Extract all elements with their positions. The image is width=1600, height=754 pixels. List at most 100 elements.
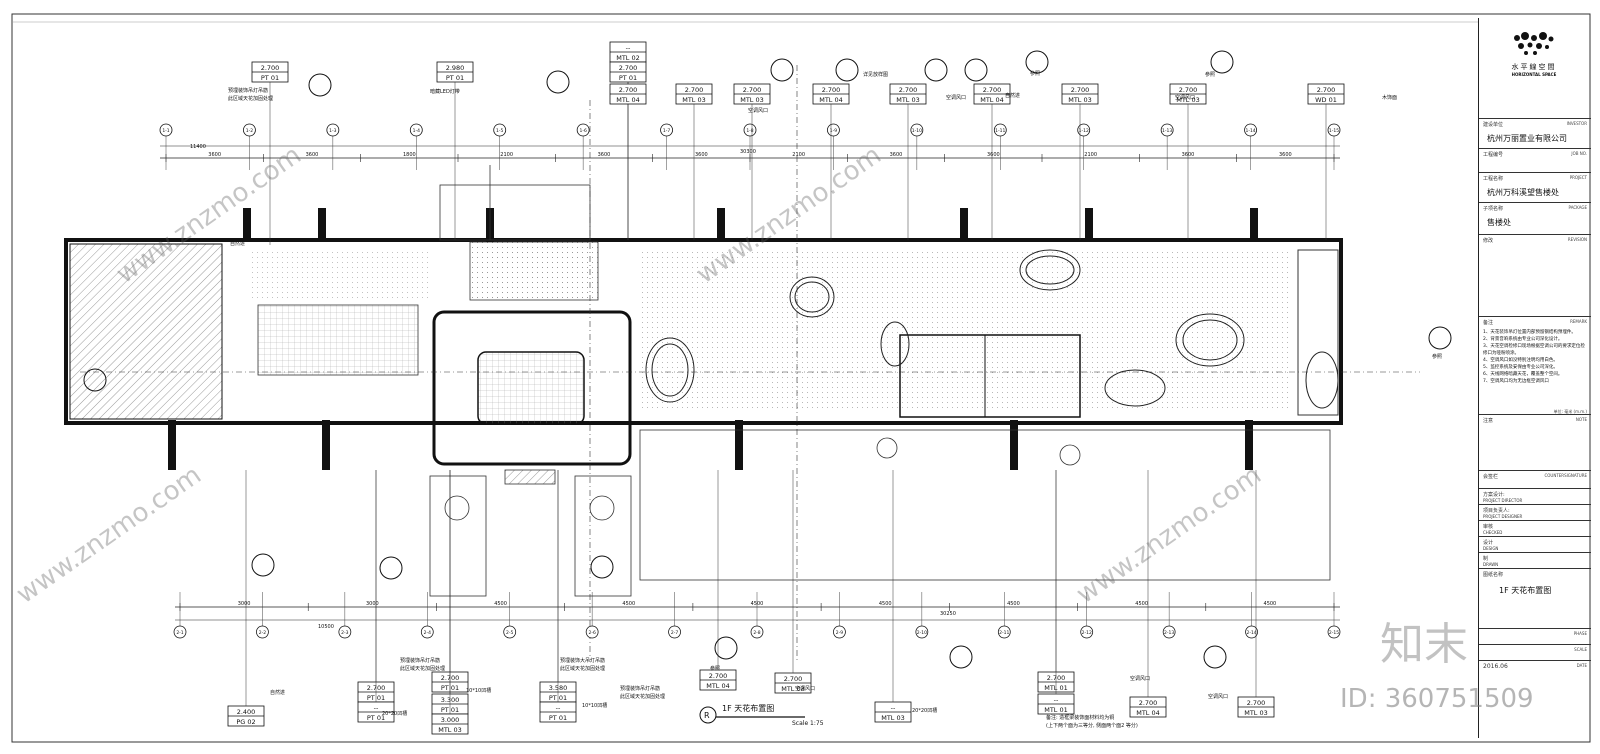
callout-height: 2.700 bbox=[261, 64, 280, 72]
job-label-en: JOB NO. bbox=[1571, 151, 1587, 156]
investor-label: 建设单位 bbox=[1483, 122, 1504, 128]
note-ac-6: 空调风口 bbox=[1208, 693, 1228, 700]
grid-label: 1-2 bbox=[246, 128, 253, 134]
callout-material: MTL 04 bbox=[616, 96, 640, 104]
callout-height: 2.700 bbox=[899, 86, 918, 94]
callout-tag: --PT 01 bbox=[357, 470, 395, 723]
note-hidden-led: 暗藏LED灯带 bbox=[430, 88, 460, 95]
grid-bubble bbox=[420, 625, 434, 639]
grid-bubble bbox=[1080, 625, 1094, 639]
design-label-en: DESIGN bbox=[1483, 546, 1499, 551]
unit-note: 单位: 毫米 (m.m.) bbox=[1553, 409, 1587, 414]
grid-label: 2-5 bbox=[506, 630, 513, 636]
company-logo: 水平線空間 HORIZONTAL SPACE bbox=[1499, 30, 1569, 77]
note-see-1: 参照 bbox=[1030, 70, 1040, 77]
grid-bubble bbox=[1160, 123, 1174, 137]
overall-dim-bottom: 30250 bbox=[940, 611, 956, 617]
grid-bubble bbox=[910, 123, 924, 137]
callout-material: MTL 03 bbox=[438, 726, 462, 734]
callout-material: MTL 01 bbox=[1044, 706, 1068, 714]
grid-bubble bbox=[750, 625, 764, 639]
callout-height: 2.700 bbox=[619, 64, 638, 72]
dimension-label: 3600 bbox=[208, 152, 221, 158]
callout-material: MTL 03 bbox=[740, 96, 764, 104]
grid-bubble bbox=[173, 625, 187, 639]
central-feature bbox=[477, 351, 585, 425]
grid-bubble bbox=[256, 625, 269, 639]
note-groove-2: 10*10凹槽 bbox=[466, 687, 491, 694]
callout-material: MTL 03 bbox=[896, 96, 920, 104]
callout-height: 2.400 bbox=[237, 708, 256, 716]
grid-bubble bbox=[993, 123, 1007, 137]
grid-label: 1-15 bbox=[1329, 128, 1339, 134]
grid-label: 2-10 bbox=[917, 630, 927, 636]
grid-label: 1-14 bbox=[1245, 128, 1255, 134]
note-groove-4: 20*20凹槽 bbox=[912, 707, 937, 714]
remark-item: 7、空调风口均为无边框空调风口 bbox=[1483, 379, 1549, 384]
countersign-label-en: COUNTERSIGNATURE bbox=[1544, 473, 1587, 478]
grid-bubble bbox=[243, 123, 256, 137]
grid-bubble bbox=[159, 123, 173, 137]
dimension-label: 3000 bbox=[366, 601, 379, 607]
central-dome bbox=[432, 310, 632, 466]
callout-height: -- bbox=[556, 704, 561, 712]
callout-material: MTL 04 bbox=[1136, 709, 1160, 717]
grid-label: 1-4 bbox=[413, 128, 420, 134]
dimension-label: 4500 bbox=[494, 601, 507, 607]
company-cn: 水平線空間 bbox=[1511, 63, 1557, 71]
grid-label: 2-3 bbox=[341, 630, 348, 636]
date: 2016.06 bbox=[1483, 663, 1508, 670]
callout-height: 2.700 bbox=[1317, 86, 1336, 94]
checked-label-en: CHECKED bbox=[1483, 530, 1503, 535]
remark-item: 5、监控系统及安保由专业公司深化。 bbox=[1483, 365, 1558, 370]
callout-height: 2.700 bbox=[709, 672, 728, 680]
callout-height: 2.700 bbox=[619, 86, 638, 94]
callout-material: MTL 03 bbox=[1176, 96, 1200, 104]
project: 杭州万科溪望售楼处 bbox=[1487, 188, 1559, 197]
grid-bubble bbox=[1162, 625, 1176, 639]
sheet-frame bbox=[11, 13, 1591, 743]
callout-height: -- bbox=[891, 704, 896, 712]
callout-height: 2.700 bbox=[983, 86, 1002, 94]
grid-label: 1-5 bbox=[496, 128, 503, 134]
dimension-label: 4500 bbox=[622, 601, 635, 607]
callout-material: MTL 03 bbox=[881, 714, 905, 722]
grid-label: 2-12 bbox=[1082, 630, 1092, 636]
grid-label: 1-6 bbox=[579, 128, 586, 134]
revision-label: 修改 bbox=[1483, 238, 1494, 244]
grid-bubble bbox=[1327, 123, 1341, 137]
note-see-3: 参照 bbox=[1432, 353, 1442, 360]
note-reinforce: 此区域天花加固处理 bbox=[228, 95, 273, 102]
package-label-en: PACKAGE bbox=[1568, 205, 1587, 210]
grid-bubble bbox=[585, 625, 599, 639]
callout-material: PT 01 bbox=[446, 74, 464, 82]
note-natural-3: 自然遂 bbox=[270, 689, 285, 696]
grid-label: 1-12 bbox=[1079, 128, 1089, 134]
grid-label: 1-11 bbox=[995, 128, 1005, 134]
director-label-en: PROJECT DIRECTOR bbox=[1483, 498, 1523, 503]
note-see-2: 参照 bbox=[1205, 71, 1215, 78]
dimension-label: 2100 bbox=[500, 152, 513, 158]
note-reinforce-d: 此区域天花加固处理 bbox=[620, 693, 665, 700]
grid-label: 2-13 bbox=[1164, 630, 1174, 636]
grid-bubble bbox=[833, 625, 846, 639]
left-bottom-dim: 10500 bbox=[318, 624, 334, 630]
logo-dots-icon bbox=[1514, 32, 1554, 55]
investor-label-en: INVESTOR bbox=[1566, 121, 1587, 126]
checked-label: 审核 bbox=[1483, 524, 1494, 530]
dimension-label: 3600 bbox=[598, 152, 611, 158]
director-label: 方案设计: bbox=[1483, 492, 1505, 498]
note-natural-2: 自然遂 bbox=[230, 240, 245, 247]
note-natural: 自然遂 bbox=[1005, 92, 1020, 99]
remark-label-en: REMARK bbox=[1570, 319, 1587, 324]
